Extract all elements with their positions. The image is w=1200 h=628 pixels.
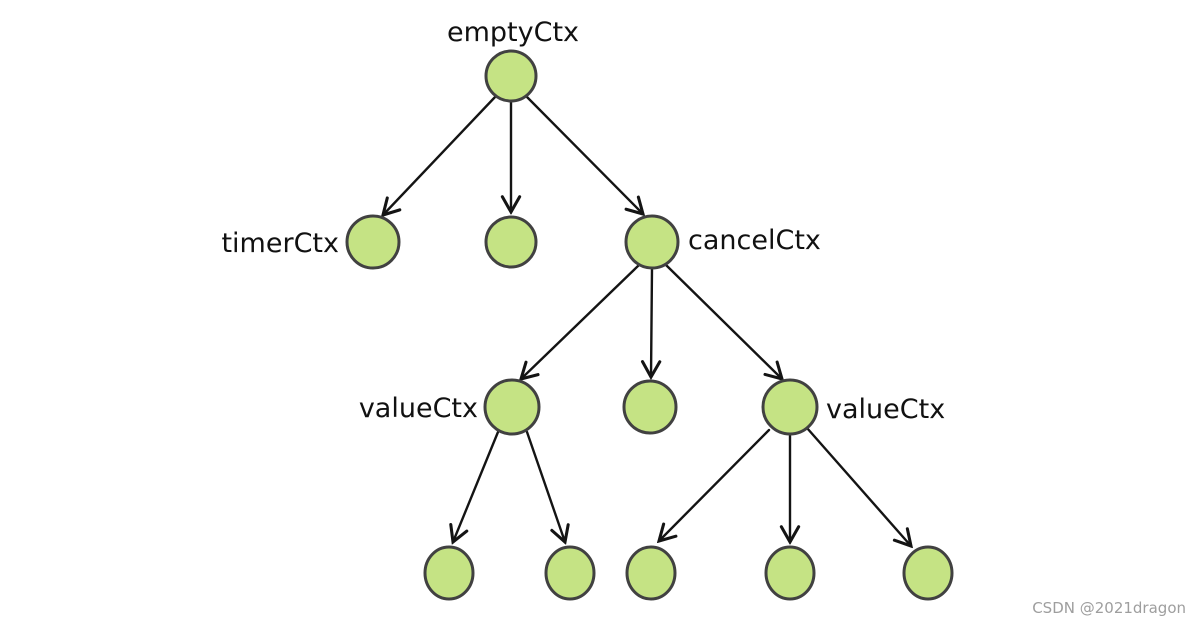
tree-nodes bbox=[345, 49, 954, 601]
csdn-watermark: CSDN @2021dragon bbox=[1032, 599, 1186, 617]
node-unlabeled-level3 bbox=[622, 379, 678, 435]
node-valuectx-right bbox=[761, 378, 819, 436]
edge-cancel-to-middle bbox=[651, 266, 652, 377]
tree-labels: emptyCtx timerCtx cancelCtx valueCtx val… bbox=[221, 17, 945, 425]
label-valuectx-right: valueCtx bbox=[826, 394, 945, 425]
node-cancelctx bbox=[624, 214, 680, 270]
node-valuectx-left bbox=[483, 378, 541, 436]
label-valuectx-left: valueCtx bbox=[359, 393, 478, 424]
node-emptyctx bbox=[484, 49, 538, 103]
label-timerctx: timerCtx bbox=[221, 228, 339, 259]
edge-root-to-cancel bbox=[524, 94, 643, 214]
edge-valueright-to-leaf5 bbox=[805, 426, 911, 546]
tree-edges bbox=[383, 94, 911, 546]
node-unlabeled-level2 bbox=[484, 215, 538, 269]
node-timerctx bbox=[345, 214, 401, 270]
node-leaf-5 bbox=[902, 545, 954, 601]
label-emptyctx: emptyCtx bbox=[447, 17, 579, 48]
edge-root-to-timer bbox=[383, 94, 498, 215]
node-leaf-2 bbox=[544, 545, 596, 601]
edge-cancel-to-valueright bbox=[664, 263, 782, 379]
node-leaf-4 bbox=[764, 545, 816, 601]
label-cancelctx: cancelCtx bbox=[688, 225, 821, 256]
edge-cancel-to-valueleft bbox=[521, 263, 641, 379]
edge-valueright-to-leaf3 bbox=[659, 428, 771, 541]
node-leaf-3 bbox=[625, 545, 677, 601]
node-leaf-1 bbox=[423, 545, 475, 601]
edge-valueleft-to-leaf1 bbox=[453, 430, 500, 542]
edge-valueleft-to-leaf2 bbox=[525, 430, 565, 542]
